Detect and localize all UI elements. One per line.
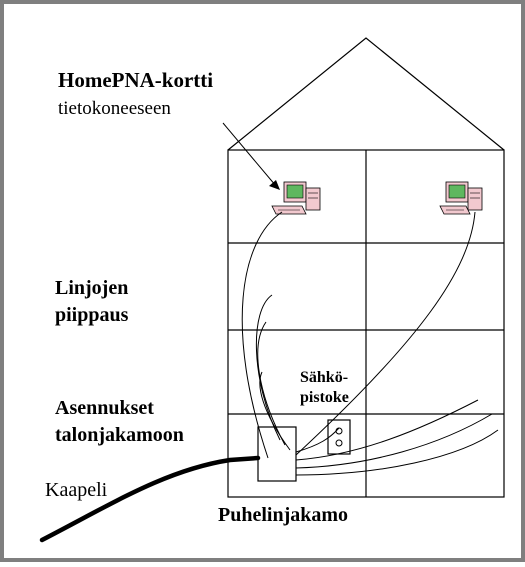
wire-right-1 [295,399,479,461]
power-outlet-label-1: Sähkö- [300,369,349,386]
wire-right-2 [295,413,493,469]
wire-stub-3 [259,371,291,451]
homepna-card-sublabel: tietokoneeseen [58,98,171,119]
wire-outlet [295,427,340,453]
telephone-exchange-label: Puhelinjakamo [218,504,349,526]
wiring [241,211,499,476]
pointer-arrow-head [269,180,280,190]
wire-computer-1 [241,211,283,459]
computer-icon [271,181,321,215]
power-outlet-label-2: pistoke [300,389,349,406]
line-testing-label-1: Linjojen [55,277,129,299]
wire-right-3 [295,429,499,476]
distribution-box [257,426,297,482]
pointer-arrow [222,122,277,187]
installations-label-2: talonjakamoon [55,424,184,446]
incoming-cable [39,455,261,543]
installations-label-1: Asennukset [55,397,154,419]
wire-stub-1 [255,294,281,441]
homepna-card-label: HomePNA-kortti [58,68,214,92]
computer-icon [439,181,483,215]
wire-computer-2 [295,211,476,456]
house-roof [227,37,505,151]
wire-stub-2 [257,321,286,446]
cable-label: Kaapeli [45,479,108,501]
line-testing-label-2: piippaus [55,304,129,326]
power-outlet-icon [327,419,351,455]
